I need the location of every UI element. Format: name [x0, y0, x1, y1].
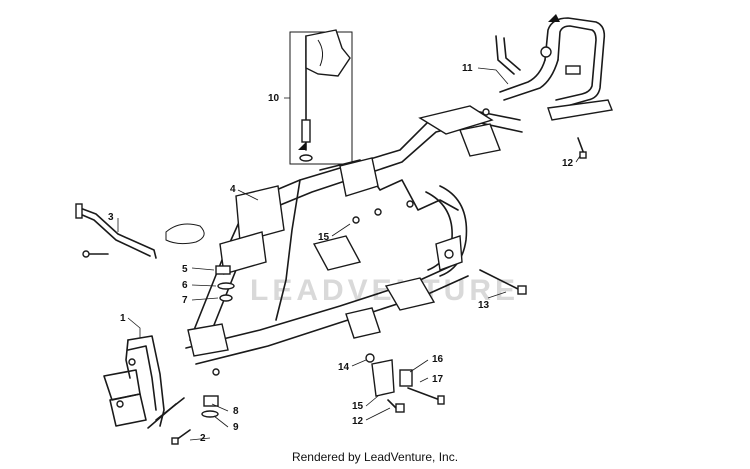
safety-flag-part [289, 29, 353, 165]
rear-rack-part [495, 14, 613, 121]
callout-labels: 1 2 3 4 5 6 7 8 9 10 11 12 12 13 14 15 1… [108, 63, 574, 444]
callout-5: 5 [182, 264, 188, 275]
callout-1: 1 [120, 313, 126, 324]
callout-6: 6 [182, 280, 188, 291]
front-bracket-part [75, 203, 205, 259]
callout-15-lower: 15 [352, 401, 364, 412]
main-frame-part [185, 105, 523, 376]
watermark-text: LEADVENTURE [250, 274, 519, 307]
callout-13: 13 [478, 300, 490, 311]
callout-10: 10 [268, 93, 280, 104]
callout-4: 4 [230, 184, 236, 195]
callout-8: 8 [233, 406, 239, 417]
fastener-parts [171, 137, 587, 445]
callout-15-upper: 15 [318, 232, 330, 243]
callout-14: 14 [338, 362, 350, 373]
callout-3: 3 [108, 212, 114, 223]
leader-lines [117, 67, 581, 441]
callout-2: 2 [200, 433, 206, 444]
callout-16: 16 [432, 354, 444, 365]
callout-7: 7 [182, 295, 188, 306]
front-bumper-part [103, 335, 185, 429]
callout-9: 9 [233, 422, 239, 433]
callout-12-bottom: 12 [352, 416, 364, 427]
callout-12-top: 12 [562, 158, 574, 169]
callout-17: 17 [432, 374, 444, 385]
render-credit-footer: Rendered by LeadVenture, Inc. [291, 450, 459, 464]
callout-11: 11 [462, 63, 473, 74]
